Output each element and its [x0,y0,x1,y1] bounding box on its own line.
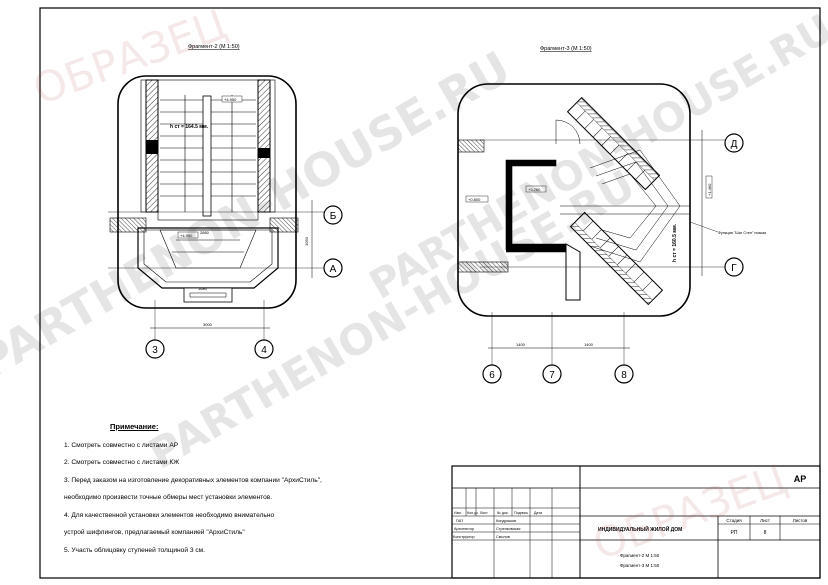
svg-text:А: А [330,264,337,275]
note-item: 2. Смотреть совместно с листами КЖ [64,459,180,466]
svg-text:Изм.: Изм. [454,511,462,515]
fragment-2-title: Фрагмент-2 (М 1:50) [188,44,240,50]
axis-marker-8: 8 [614,364,634,384]
svg-text:1400: 1400 [516,342,526,347]
svg-text:Д: Д [731,139,738,150]
watermark-sample-2: ОБРАЗЕЦ [587,454,794,569]
axis-marker-3: 3 [145,339,165,359]
svg-text:h ст = 164.5 мм.: h ст = 164.5 мм. [170,124,209,130]
svg-text:1400: 1400 [584,342,594,347]
svg-text:Кол.уч: Кол.уч [467,511,478,515]
svg-text:Конструктор: Конструктор [453,535,475,539]
svg-text:Стрелковская: Стрелковская [496,527,520,531]
fragment-3-title: Фрагмент-3 (М 1:50) [540,46,592,52]
svg-text:1050: 1050 [304,236,309,246]
svg-text:+0.800: +0.800 [468,197,481,202]
svg-text:Функция "Шаг Стен" низкая: Функция "Шаг Стен" низкая [718,231,766,235]
svg-text:3: 3 [152,345,158,356]
sheets-label: Листов [793,518,808,523]
sheet-value: 8 [764,530,767,536]
svg-text:+3.260: +3.260 [528,187,541,192]
axis-marker-7: 7 [542,364,562,384]
note-item: 3. Перед заказом на изготовление декорат… [64,476,322,484]
svg-text:+1.460: +1.460 [707,183,712,196]
svg-text:4: 4 [261,345,267,356]
axis-marker-B: Б [323,205,343,225]
note-item: 4. Для качественной установки элементов … [64,511,275,519]
svg-text:Архитектор: Архитектор [454,527,474,531]
svg-text:h ст = 160.5 мм.: h ст = 160.5 мм. [672,223,678,262]
sheet-contents-2: Фрагмент-3 М 1:50 [620,563,660,568]
svg-text:№ док.: № док. [497,511,509,515]
axis-marker-4: 4 [254,339,274,359]
svg-text:3000: 3000 [203,322,213,327]
sheet-contents-1: Фрагмент-2 М 1:50 [620,553,660,558]
note-item: 1. Смотреть совместно с листами АР [64,441,179,449]
svg-text:Подпись: Подпись [514,511,528,515]
svg-text:8: 8 [621,370,627,381]
svg-text:6: 6 [489,370,495,381]
title-block-code: АР [794,474,807,484]
svg-text:Смолов: Смолов [496,535,510,539]
svg-text:1680: 1680 [198,286,208,291]
fragment-2-frame [117,75,297,309]
axis-marker-G: Г [724,257,744,277]
note-item: 5. Участь облицовку ступеней толщиной 3 … [64,546,206,554]
sheet-label: Лист [760,518,770,523]
svg-text:Г: Г [731,263,737,274]
svg-text:Дата: Дата [534,511,542,515]
svg-text:Лист: Лист [480,511,488,515]
svg-text:+4.950: +4.950 [224,97,237,102]
fragment-2-plan: Фрагмент-2 (М 1:50) [108,44,326,342]
axis-marker-6: 6 [482,364,502,384]
fragment-3-plan: Фрагмент-3 (М 1:50) [457,46,766,366]
notes-block: Примечание: 1. Смотреть совместно с лист… [64,418,444,559]
svg-text:Б: Б [330,211,337,222]
note-item: устрой шифлингов, предлагаемый компанией… [64,529,245,536]
stage-value: РП [731,530,738,536]
note-item: необходимо произвести точные обмеры мест… [64,494,273,501]
watermark-brand-3: PARTHENON-HOUSE.RU [362,6,828,309]
axis-marker-D: Д [724,133,744,153]
svg-text:ГАП: ГАП [456,519,463,523]
svg-text:Кондрашов: Кондрашов [496,519,516,523]
svg-text:+4.950: +4.950 [180,233,193,238]
svg-text:2860: 2860 [200,230,210,235]
project-name: ИНДИВИДУАЛЬНЫЙ ЖИЛОЙ ДОМ [598,525,682,533]
watermark-sample-1: ОБРАЗЕЦ [27,0,234,114]
sheet-frame [39,7,821,579]
fragment-3-frame [457,83,691,317]
notes-heading: Примечание: [110,422,159,431]
stage-label: Стадия [726,518,742,523]
title-block [451,465,821,579]
svg-text:7: 7 [549,370,555,381]
axis-marker-A: А [323,258,343,278]
